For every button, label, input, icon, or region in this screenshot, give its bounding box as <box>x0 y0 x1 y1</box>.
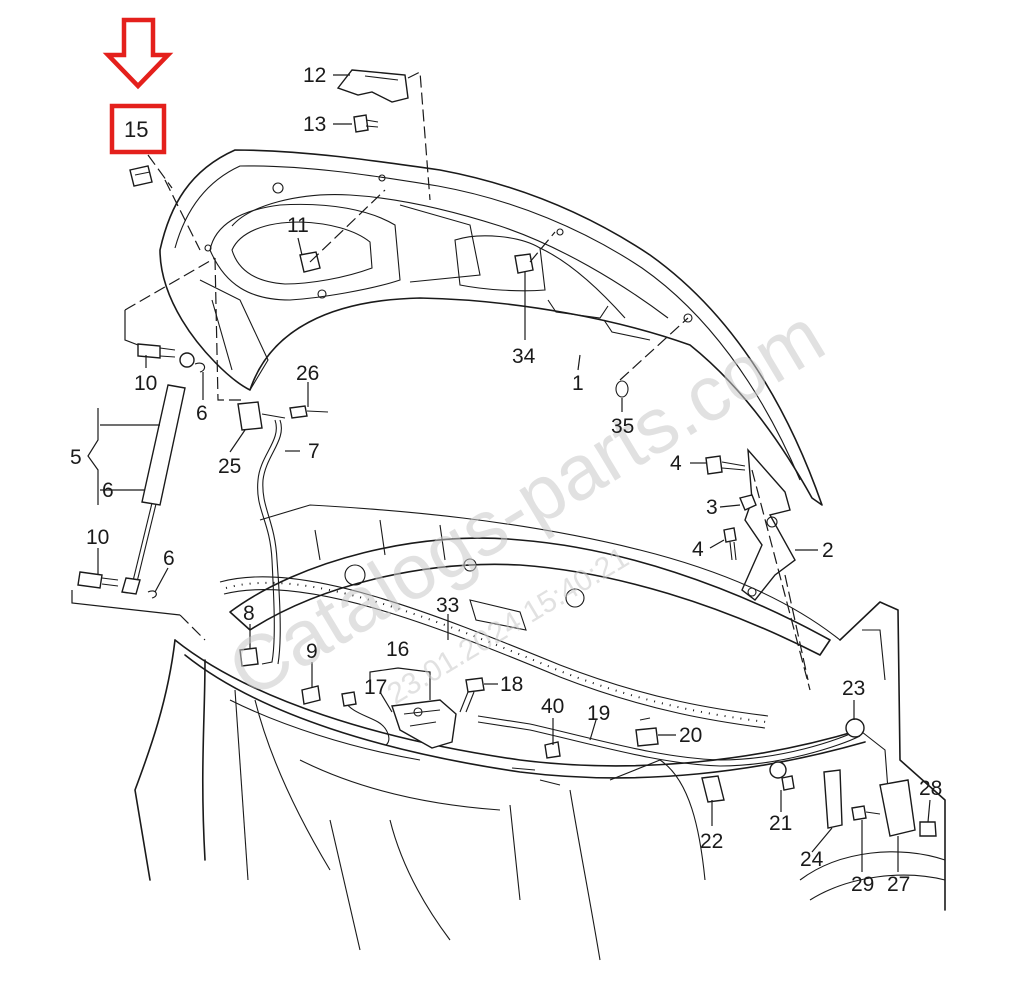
seal-strip <box>219 576 769 729</box>
callout-18: 18 <box>500 673 523 696</box>
callout-2: 2 <box>822 539 834 562</box>
callout-9: 9 <box>306 640 318 663</box>
buffer-right <box>514 253 534 274</box>
cable-clip <box>544 741 561 759</box>
lock-bolt <box>459 677 485 713</box>
bump-stop <box>129 165 153 187</box>
callout-22: 22 <box>700 830 723 853</box>
callout-19: 19 <box>587 702 610 725</box>
callout-35: 35 <box>611 415 634 438</box>
callout-34: 34 <box>512 345 536 368</box>
callout-25: 25 <box>218 455 241 478</box>
hood-panel <box>159 149 823 506</box>
callout-16: 16 <box>386 638 409 661</box>
callout-4: 4 <box>692 538 704 561</box>
hinge-nut <box>739 494 757 511</box>
callout-23: 23 <box>842 677 865 700</box>
callout-7: 7 <box>308 440 320 463</box>
callout-5: 5 <box>70 446 82 469</box>
callout-6: 6 <box>196 402 208 425</box>
hinge-bolt-upper <box>705 455 746 475</box>
callout-8: 8 <box>243 602 255 625</box>
lever-screw <box>851 805 881 821</box>
highlight-box <box>109 103 167 155</box>
lock-connector <box>341 691 357 707</box>
callout-33: 33 <box>436 594 459 617</box>
callout-40: 40 <box>541 695 564 718</box>
callout-17: 17 <box>364 676 387 699</box>
leader-lines <box>71 71 931 872</box>
callout-28: 28 <box>919 777 942 800</box>
hood-hinge <box>741 447 796 601</box>
release-lever <box>823 769 843 829</box>
grommet <box>615 380 629 398</box>
cable-handle <box>845 718 889 791</box>
callout-labels: 1 2 3 4 4 5 6 6 6 7 8 9 10 10 11 12 13 1… <box>70 64 942 896</box>
cable-holder <box>635 717 659 747</box>
highlight-marker: 15 <box>102 17 174 155</box>
callout-6: 6 <box>102 479 114 502</box>
callout-26: 26 <box>296 362 319 385</box>
highlight-label: 15 <box>124 117 148 142</box>
striker-bolt <box>353 114 379 133</box>
callout-20: 20 <box>679 724 702 747</box>
callout-10: 10 <box>86 526 109 549</box>
callout-10: 10 <box>134 372 157 395</box>
washer-jet-pin <box>289 405 329 419</box>
callout-12: 12 <box>303 64 326 87</box>
expanding-rivet <box>919 821 937 837</box>
striker-bracket <box>336 69 409 103</box>
callout-4: 4 <box>670 452 682 475</box>
clip-upper <box>194 362 206 373</box>
clip-lower <box>147 590 157 599</box>
lock-wire <box>343 699 390 746</box>
callout-24: 24 <box>800 848 824 871</box>
washer-hose <box>257 419 282 665</box>
gas-strut <box>121 352 195 595</box>
ball-stud-lower <box>77 571 119 589</box>
release-cable <box>477 715 861 767</box>
callout-6: 6 <box>163 547 175 570</box>
body-structure <box>134 504 946 961</box>
hinge-bolt-lower <box>723 527 737 561</box>
callout-13: 13 <box>303 113 326 136</box>
cable-bracket-b <box>769 761 795 791</box>
ball-stud-upper <box>137 343 176 359</box>
small-clip <box>301 685 321 705</box>
callout-27: 27 <box>887 873 910 896</box>
callout-3: 3 <box>706 496 718 519</box>
washer-jet <box>237 401 286 431</box>
callout-1: 1 <box>572 372 584 395</box>
highlight-arrow-icon <box>102 17 174 90</box>
lever-bracket <box>879 779 916 837</box>
cable-bracket-a <box>701 775 725 803</box>
callout-11: 11 <box>287 214 309 237</box>
callout-21: 21 <box>769 812 792 835</box>
hose-connector <box>239 647 259 667</box>
callout-29: 29 <box>851 873 874 896</box>
hood-lock <box>391 699 457 749</box>
